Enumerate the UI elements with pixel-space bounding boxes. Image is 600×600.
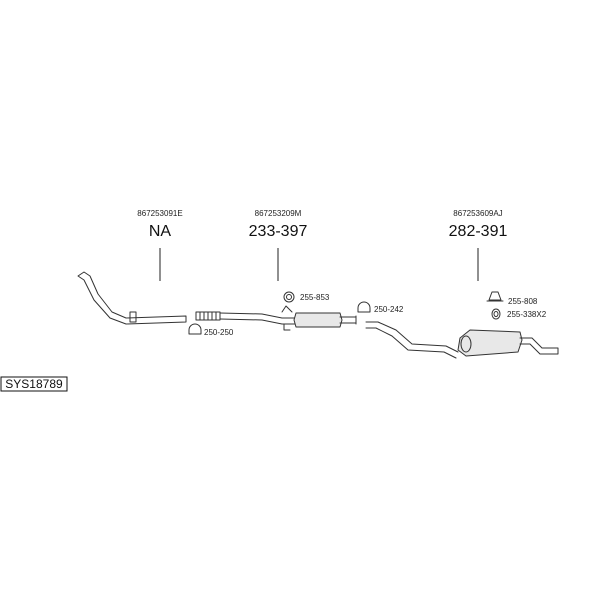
- rear-muffler: [457, 329, 523, 357]
- rear-pipe: [365, 321, 459, 359]
- part-250-250[interactable]: 250-250: [188, 323, 234, 337]
- assembly-oem-code: 867253091E: [137, 209, 182, 218]
- system-code-frame: [0, 376, 68, 392]
- muffler-end-cap: [460, 335, 472, 353]
- assembly-front-pipe[interactable]: 867253091E NA: [77, 209, 187, 325]
- part-255-808[interactable]: 255-808: [486, 291, 538, 306]
- part-label: 250-242: [374, 305, 404, 314]
- part-label: 250-250: [204, 328, 234, 337]
- assembly-part-number: 233-397: [249, 223, 308, 240]
- middle-pipe: [219, 312, 301, 325]
- part-label: 255-853: [300, 293, 330, 302]
- part-label: 255-808: [508, 297, 538, 306]
- middle-tail-pipe: [339, 315, 357, 325]
- system-code: SYS18789: [5, 377, 63, 391]
- assembly-rear-silencer[interactable]: 867253609AJ 282-391: [365, 209, 559, 359]
- clamp-icon: [357, 301, 371, 313]
- hanger-icon: [488, 291, 502, 301]
- front-pipe-flange: [129, 311, 137, 323]
- part-label: 255-338X2: [507, 310, 547, 319]
- assembly-part-number: NA: [149, 223, 172, 240]
- part-250-242[interactable]: 250-242: [357, 301, 404, 314]
- flex-ribs: [199, 311, 217, 321]
- front-pipe: [77, 271, 187, 325]
- assembly-middle-pipe[interactable]: 867253209M 233-397: [195, 209, 357, 331]
- system-code-box: SYS18789: [0, 376, 68, 392]
- assembly-oem-code: 867253209M: [255, 209, 302, 218]
- rubber-ring-inner: [493, 311, 499, 317]
- rubber-ring-inner: [286, 294, 292, 300]
- center-muffler: [293, 312, 343, 328]
- tail-pipe: [519, 337, 559, 355]
- assembly-oem-code: 867253609AJ: [453, 209, 502, 218]
- part-255-853[interactable]: 255-853: [283, 291, 330, 303]
- rubber-ring-icon: [491, 308, 501, 320]
- assembly-part-number: 282-391: [449, 223, 508, 240]
- part-255-338x2[interactable]: 255-338X2: [491, 308, 547, 320]
- hanger-bracket: [281, 305, 293, 331]
- clamp-icon: [188, 323, 202, 335]
- rubber-ring-icon: [283, 291, 295, 303]
